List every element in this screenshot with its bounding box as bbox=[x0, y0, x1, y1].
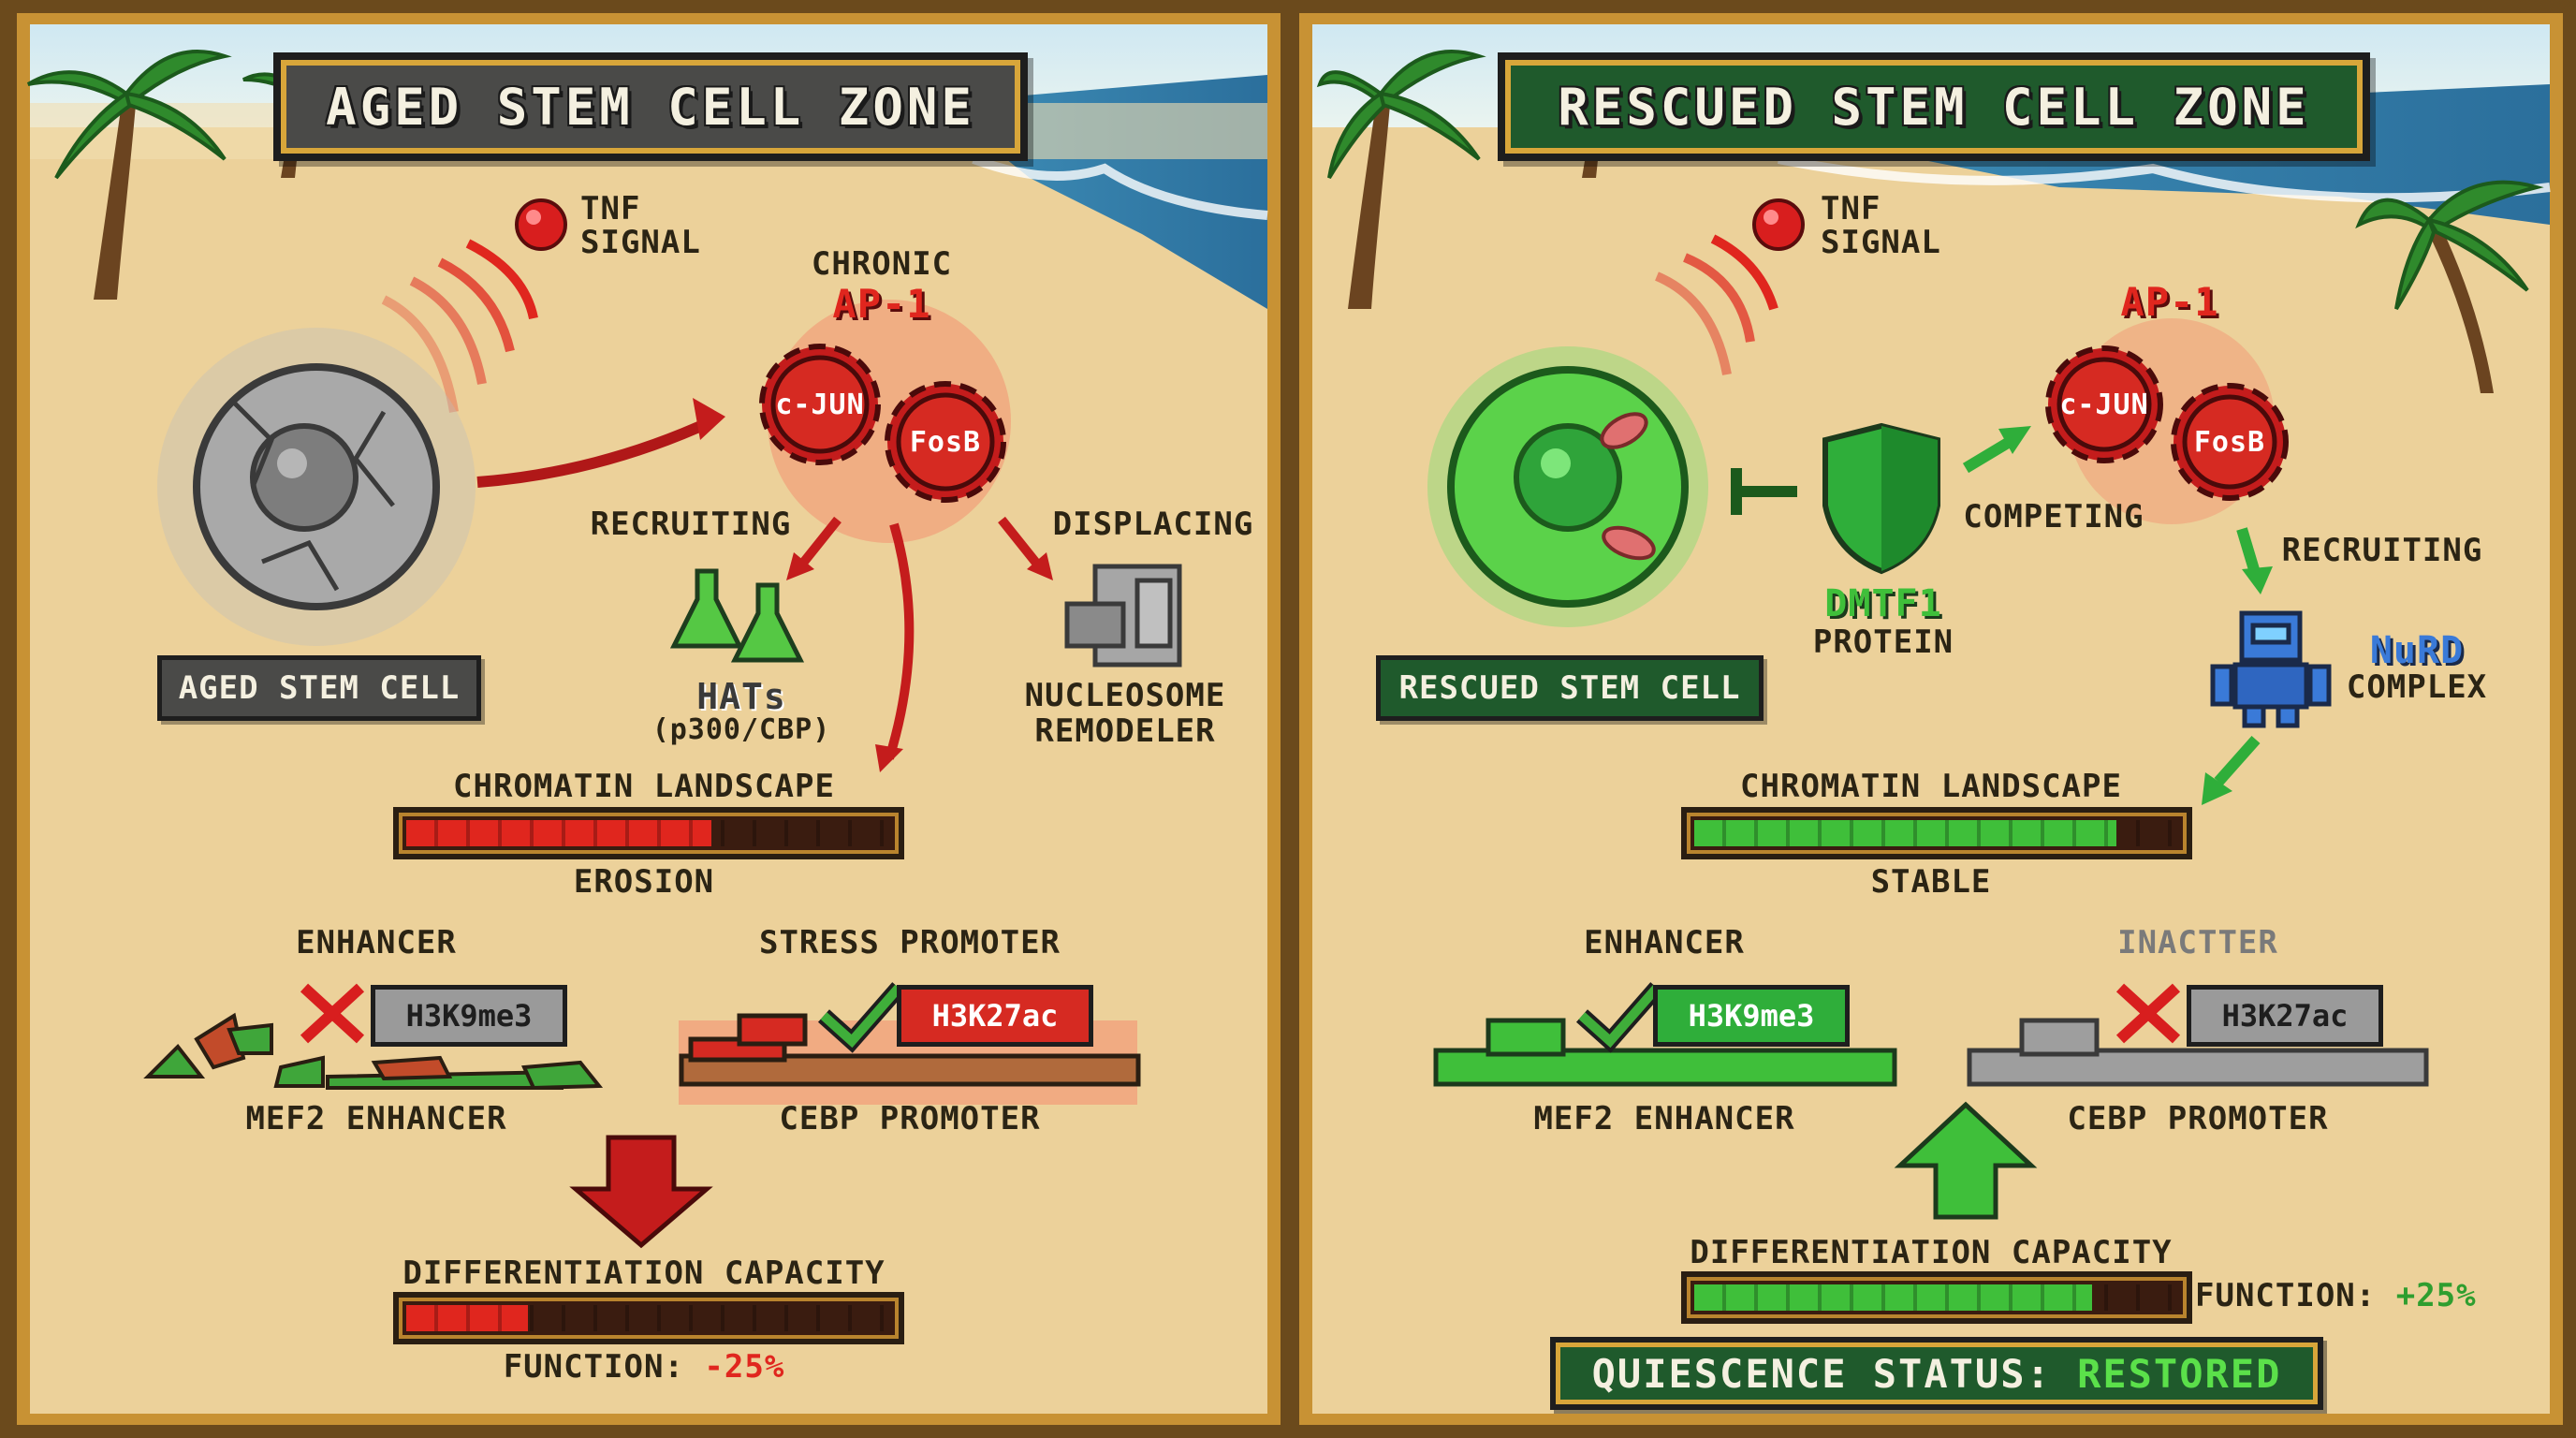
hats-flask-icon bbox=[669, 568, 805, 663]
left-promoter-name: CEBP PROMOTER bbox=[779, 1100, 1041, 1137]
tnf-signal-label: TNF SIGNAL bbox=[580, 190, 701, 261]
aged-stem-cell-label: AGED STEM CELL bbox=[157, 655, 481, 721]
nucleosome-remodeler-icon bbox=[1064, 564, 1182, 668]
tnf-signal-icon bbox=[515, 198, 567, 251]
dmtf1-sub-label: PROTEIN bbox=[1812, 624, 1954, 661]
ap1-name-label: AP-1 bbox=[832, 281, 931, 327]
remodeler-label: NUCLEOSOME REMODELER bbox=[1024, 677, 1226, 750]
tnf-signal-icon-right bbox=[1752, 198, 1805, 251]
stress-promoter-base bbox=[679, 1053, 1141, 1087]
recruiting-label-right: RECRUITING bbox=[2281, 532, 2483, 569]
right-enhancer-name: MEF2 ENHANCER bbox=[1533, 1100, 1795, 1137]
right-chromatin-bar bbox=[1681, 807, 2192, 859]
eroded-enhancer-icon bbox=[143, 1012, 604, 1091]
right-enhancer-mark: H3K9me3 bbox=[1653, 985, 1850, 1047]
right-promoter-mark: H3K27ac bbox=[2187, 985, 2383, 1047]
fosb-gear-icon-right bbox=[2171, 383, 2289, 501]
left-diff-fill bbox=[406, 1305, 528, 1331]
right-chromatin-fill bbox=[1694, 820, 2116, 846]
down-arrow-icon bbox=[569, 1135, 713, 1249]
signal-waves-icon bbox=[381, 239, 538, 413]
left-chromatin-state: EROSION bbox=[573, 863, 715, 901]
nurd-name-label: NuRD bbox=[2369, 629, 2465, 672]
status-label: QUIESCENCE STATUS: bbox=[1591, 1350, 2052, 1397]
left-promoter-mark: H3K27ac bbox=[897, 985, 1093, 1047]
displacing-label: DISPLACING bbox=[1052, 506, 1254, 543]
right-promoter-label: INACTTER bbox=[2117, 924, 2278, 961]
status-value: RESTORED bbox=[2077, 1350, 2282, 1397]
right-enhancer-label: ENHANCER bbox=[1584, 924, 1745, 961]
left-chromatin-bar bbox=[393, 807, 904, 859]
fosb-label-right: FosB bbox=[2193, 426, 2266, 459]
nurd-sub-label: COMPLEX bbox=[2346, 668, 2488, 706]
up-arrow-icon bbox=[1894, 1101, 2038, 1220]
arrow-cell-to-ap1 bbox=[476, 416, 714, 488]
right-zone-title: RESCUED STEM CELL ZONE bbox=[1498, 52, 2370, 161]
hats-name-label: HATs bbox=[696, 676, 786, 717]
hats-sub-label: (p300/CBP) bbox=[651, 713, 831, 746]
left-chromatin-fill bbox=[406, 820, 711, 846]
ap1-prefix-label: CHRONIC bbox=[811, 245, 953, 283]
left-chromatin-label: CHROMATIN LANDSCAPE bbox=[453, 768, 835, 805]
right-chromatin-label: CHROMATIN LANDSCAPE bbox=[1740, 768, 2122, 805]
right-diff-bar bbox=[1681, 1271, 2192, 1324]
left-enhancer-name: MEF2 ENHANCER bbox=[245, 1100, 507, 1137]
right-diff-fill bbox=[1694, 1284, 2092, 1311]
left-enhancer-label: ENHANCER bbox=[296, 924, 457, 961]
left-diff-label: DIFFERENTIATION CAPACITY bbox=[402, 1255, 886, 1292]
c-jun-label: c-JUN bbox=[775, 389, 865, 421]
fosb-label: FosB bbox=[909, 426, 982, 459]
right-function-line: FUNCTION: +25% bbox=[2195, 1277, 2477, 1314]
left-enhancer-mark: H3K9me3 bbox=[371, 985, 567, 1047]
ap1-name-label-right: AP-1 bbox=[2120, 279, 2219, 325]
left-function-line: FUNCTION: -25% bbox=[503, 1348, 785, 1386]
right-chromatin-state: STABLE bbox=[1870, 863, 1992, 901]
fosb-gear-icon bbox=[885, 381, 1006, 503]
stress-promoter-label: STRESS PROMOTER bbox=[758, 924, 1061, 961]
left-enhancer-x-icon bbox=[300, 983, 365, 1044]
recruiting-label: RECRUITING bbox=[590, 506, 792, 543]
c-jun-label-right: c-JUN bbox=[2059, 389, 2149, 421]
right-promoter-name: CEBP PROMOTER bbox=[2067, 1100, 2329, 1137]
quiescence-status-banner: QUIESCENCE STATUS: RESTORED bbox=[1550, 1337, 2323, 1410]
c-jun-gear-icon bbox=[759, 344, 881, 465]
left-diff-bar bbox=[393, 1292, 904, 1344]
c-jun-gear-icon-right bbox=[2045, 345, 2163, 463]
rescued-stem-cell-label: RESCUED STEM CELL bbox=[1376, 655, 1764, 721]
dmtf1-name-label: DMTF1 bbox=[1824, 582, 1942, 625]
right-promoter-x-icon bbox=[2115, 983, 2181, 1044]
left-zone-title: AGED STEM CELL ZONE bbox=[273, 52, 1028, 161]
right-diff-label: DIFFERENTIATION CAPACITY bbox=[1690, 1234, 2173, 1271]
competing-label: COMPETING bbox=[1963, 498, 2144, 536]
tnf-signal-label-right: TNF SIGNAL bbox=[1821, 190, 1941, 261]
nurd-robot-icon bbox=[2210, 610, 2332, 728]
